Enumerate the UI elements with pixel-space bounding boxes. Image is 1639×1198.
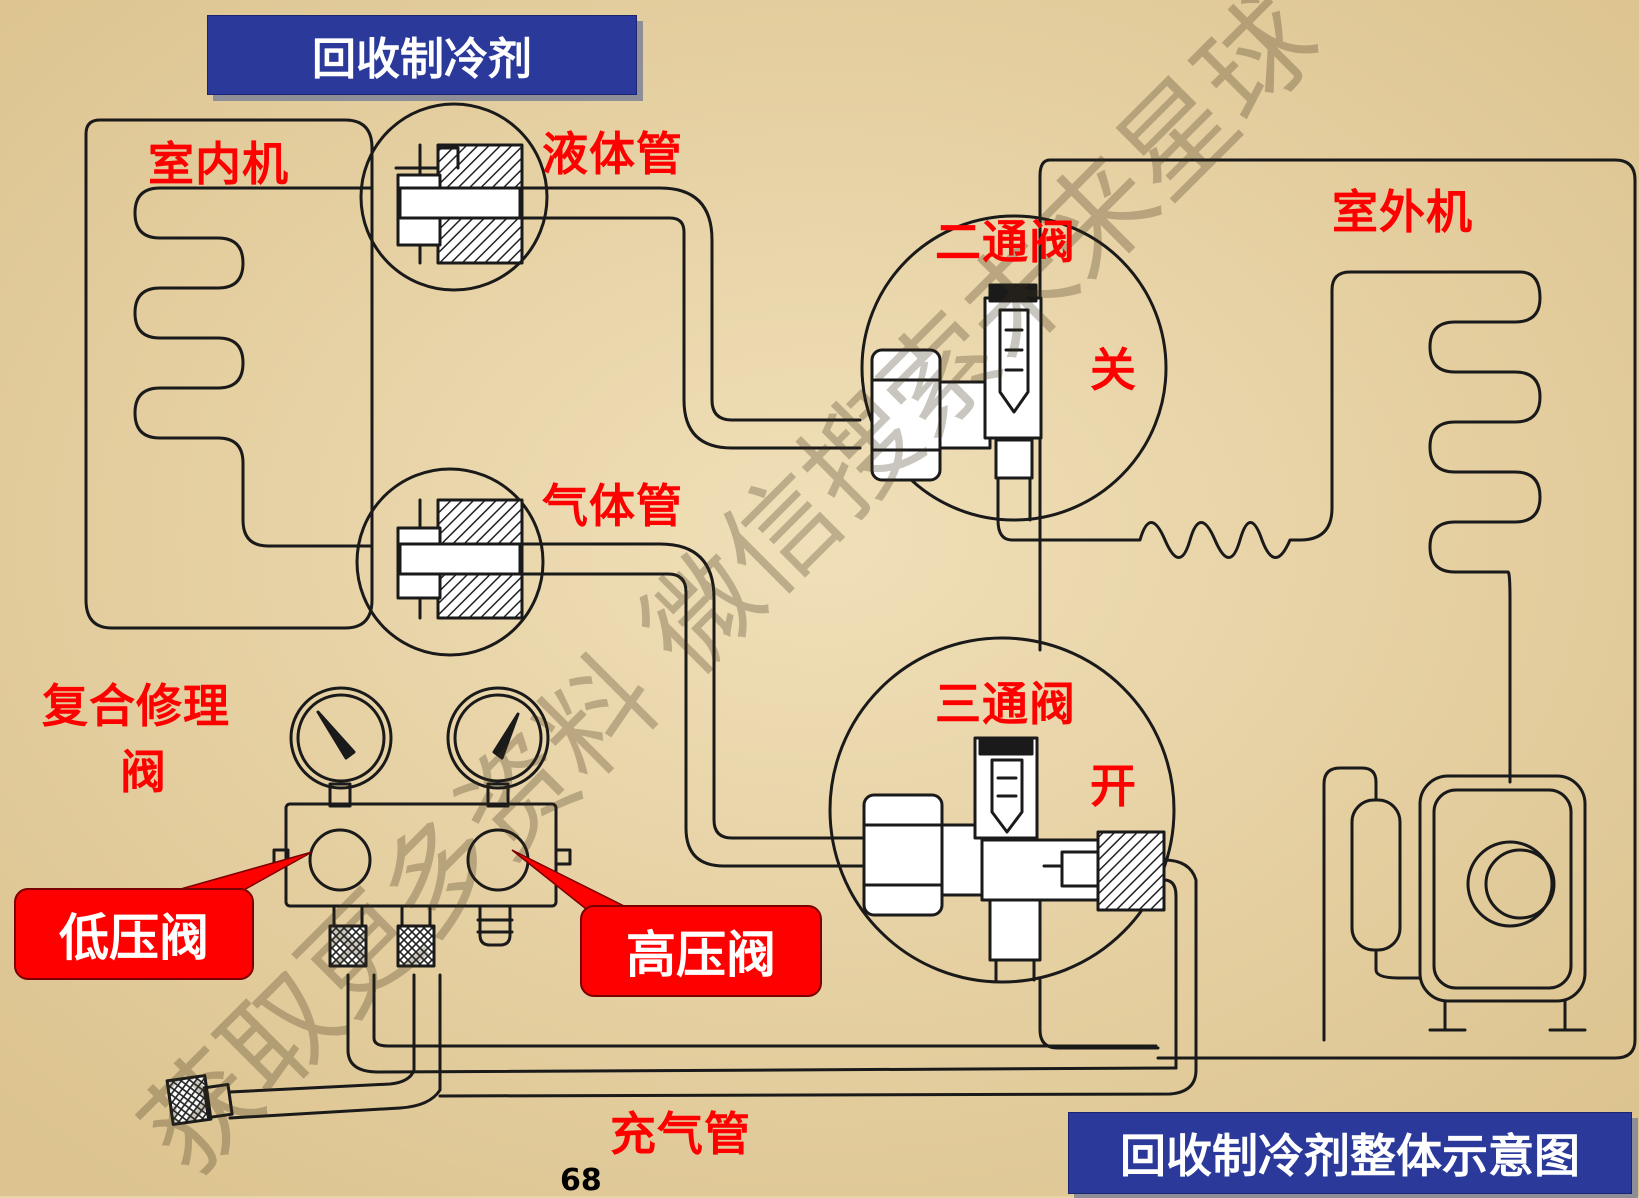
page-title: 回收制冷剂 [312,34,532,85]
three-way-valve-circle [828,636,1176,984]
liquid-connector-circle [359,102,549,292]
two-way-valve-circle [860,214,1168,522]
indoor-coil [133,186,374,548]
compressor-shell [1418,774,1587,1003]
manifold-label-line1: 复合修理 [42,679,230,733]
low-pressure-knob [308,828,372,892]
page-number: 68 [560,1163,602,1198]
three-way-valve-label: 三通阀 [935,677,1076,731]
gas-connector-circle [355,467,545,657]
low-pressure-gauge [289,686,393,790]
gas-pipe-inner [514,572,872,868]
charging-hose-label: 充气管 [610,1107,751,1161]
title-box: 回收制冷剂 [207,15,637,95]
liquid-pipe-inner [518,216,862,450]
three-way-valve-state: 开 [1090,759,1137,813]
low-hose-fitting [328,924,368,968]
high-pressure-valve-label: 高压阀 [626,926,776,984]
high-side-port [478,904,512,947]
diagram-caption: 回收制冷剂整体示意图 [1120,1129,1580,1183]
low-pressure-valve-label: 低压阀 [59,909,209,967]
indoor-unit-label: 室内机 [148,137,289,191]
charging-hose-inner [228,973,416,1094]
low-gauge-needle [316,710,356,760]
outdoor-unit-label: 室外机 [1332,185,1473,239]
hose-end-fitting [165,1074,213,1126]
high-pressure-gauge [446,686,550,790]
center-hose-outer [346,973,1178,1074]
indoor-unit-frame [84,118,374,630]
two-way-valve-label: 二通阀 [935,215,1076,269]
center-hose-inner [372,973,1158,1048]
capillary-tube [1010,521,1302,559]
high-gauge-needle [492,712,520,760]
outdoor-coil [1298,270,1542,784]
compressor-motor [1466,840,1554,928]
charging-hose-outer [228,973,442,1120]
caption-box: 回收制冷剂整体示意图 [1068,1112,1632,1194]
outdoor-unit-frame [1048,158,1637,1060]
liquid-pipe-outer [518,186,862,422]
manifold-label-line2: 阀 [120,745,167,799]
high-pressure-valve-callout: 高压阀 [580,905,822,997]
gas-pipe-outer [514,542,872,840]
low-pressure-valve-callout: 低压阀 [14,888,254,980]
two-way-valve-state: 关 [1090,343,1137,397]
gas-pipe-label: 气体管 [542,479,683,533]
liquid-pipe-label: 液体管 [542,127,683,181]
